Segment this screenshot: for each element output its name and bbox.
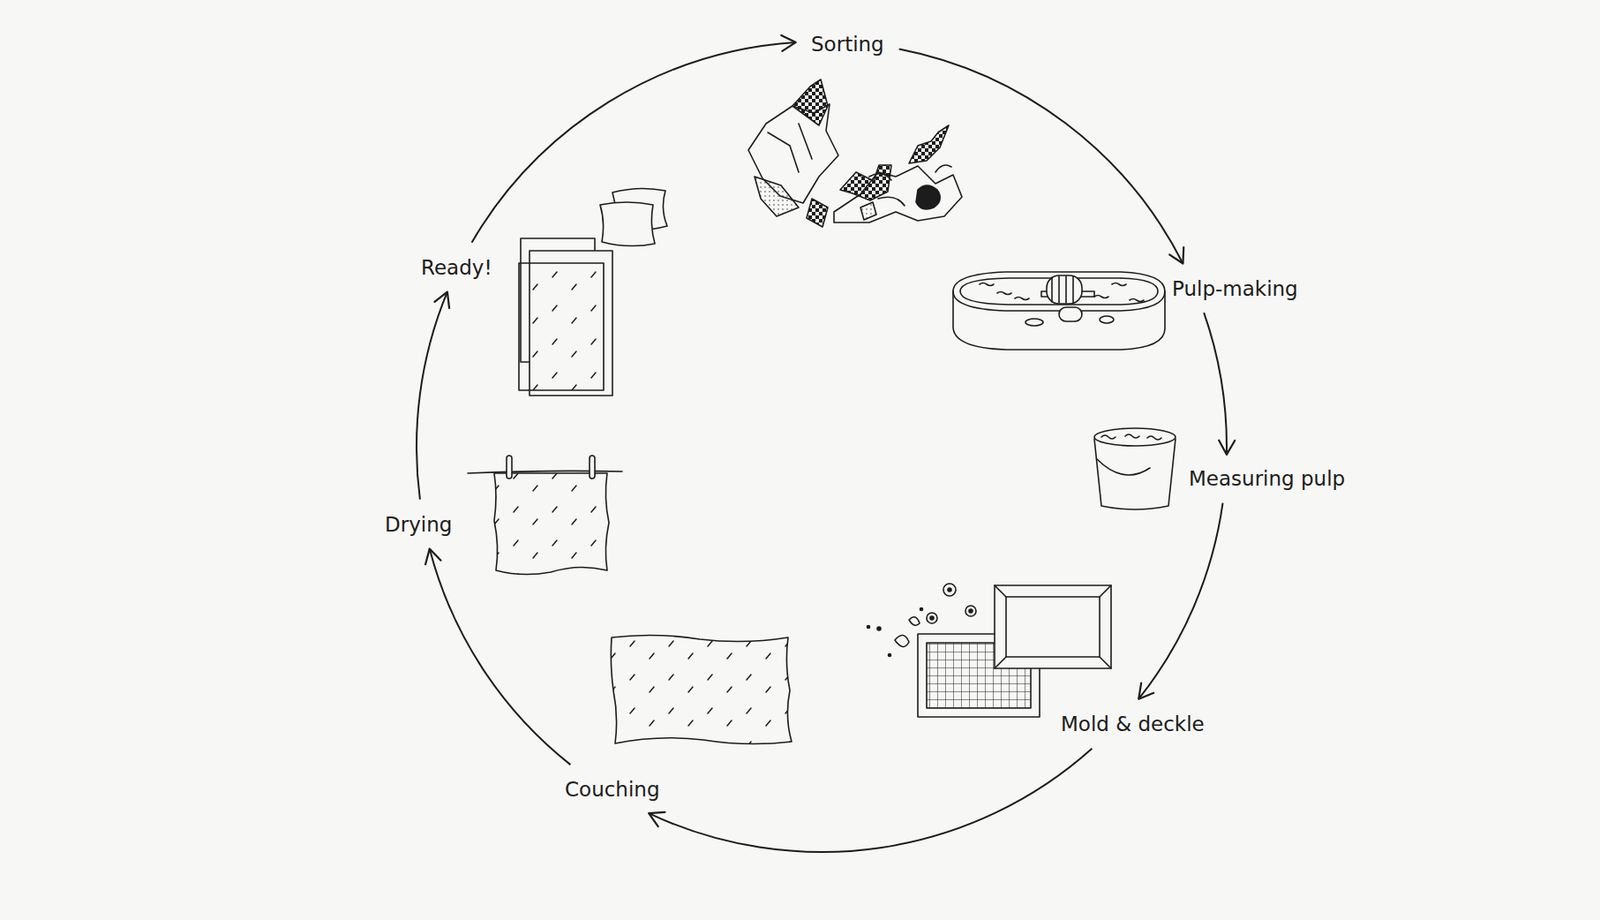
cycle-arrow xyxy=(648,748,1092,852)
arc-line xyxy=(472,42,797,243)
arrow-head xyxy=(781,35,797,52)
cycle-arrow xyxy=(425,548,571,765)
arc-line xyxy=(648,748,1092,852)
arc-line xyxy=(1138,503,1223,699)
cycle-arrow xyxy=(472,35,797,243)
stage-label: Measuring pulp xyxy=(1185,465,1349,492)
arrow-head xyxy=(1138,683,1154,699)
pulp-vat xyxy=(953,271,1165,350)
arc-line xyxy=(1203,312,1227,455)
stage-name: Sorting xyxy=(811,32,885,56)
bucket xyxy=(1094,428,1176,510)
arrow-head xyxy=(648,811,665,827)
stage-label: Sorting xyxy=(807,30,888,58)
wet-sheet xyxy=(610,634,792,744)
stage-name: Couching xyxy=(564,777,661,801)
stage-label: Drying xyxy=(381,510,456,538)
arc-line xyxy=(899,48,1184,263)
stage-label: Mold & deckle xyxy=(1057,710,1209,737)
arrow-head xyxy=(1218,440,1235,455)
cycle-arrow xyxy=(1203,312,1235,455)
drying-sheet xyxy=(467,455,623,575)
arc-line xyxy=(429,548,571,765)
arc-line xyxy=(416,292,448,500)
stage-name: Measuring pulp xyxy=(1188,466,1345,490)
stage-label: Ready! xyxy=(417,254,496,281)
arrow-head xyxy=(434,292,450,308)
fabric-scraps xyxy=(748,79,962,227)
mold-and-deckle xyxy=(867,583,1112,717)
arrow-head xyxy=(425,548,441,564)
paper-stack xyxy=(518,187,668,396)
stage-name: Drying xyxy=(384,512,452,536)
stage-name: Ready! xyxy=(420,255,493,279)
stage-name: Mold & deckle xyxy=(1060,712,1205,736)
cycle-arrow xyxy=(416,292,450,500)
cycle-arrow xyxy=(899,48,1185,263)
cycle-arrow xyxy=(1138,503,1223,699)
stage-label: Pulp-making xyxy=(1168,275,1302,302)
stage-label: Couching xyxy=(561,775,664,803)
stage-name: Pulp-making xyxy=(1171,277,1299,301)
arrow-head xyxy=(1169,247,1184,263)
flowers xyxy=(867,583,977,657)
